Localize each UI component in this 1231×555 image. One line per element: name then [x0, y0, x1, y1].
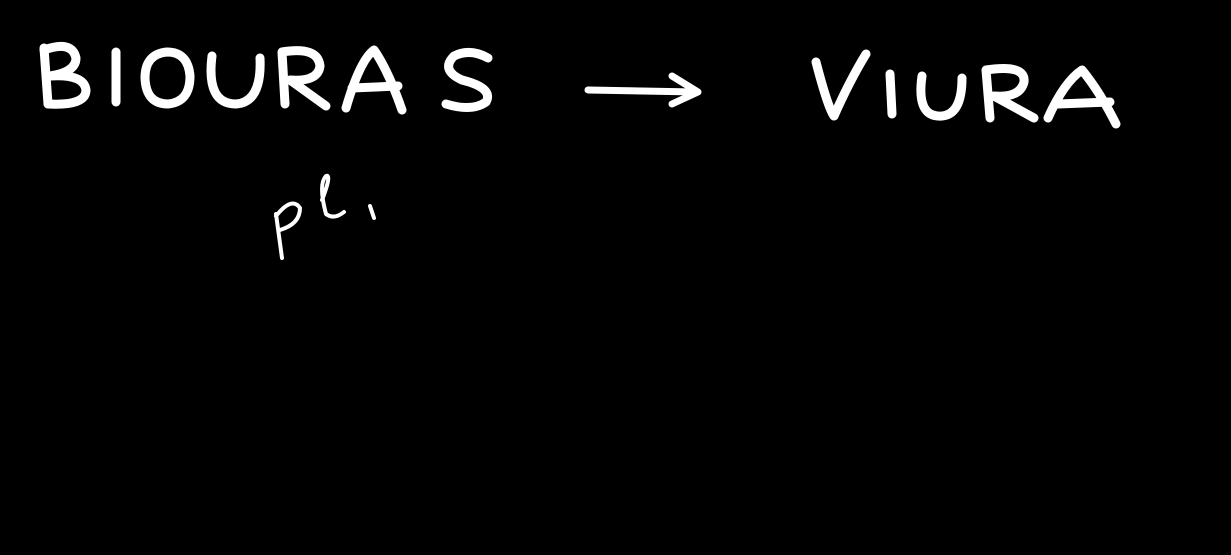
note-text — [274, 173, 376, 260]
arrow-icon — [584, 72, 702, 108]
target-word — [811, 49, 1121, 129]
source-word — [39, 41, 493, 115]
